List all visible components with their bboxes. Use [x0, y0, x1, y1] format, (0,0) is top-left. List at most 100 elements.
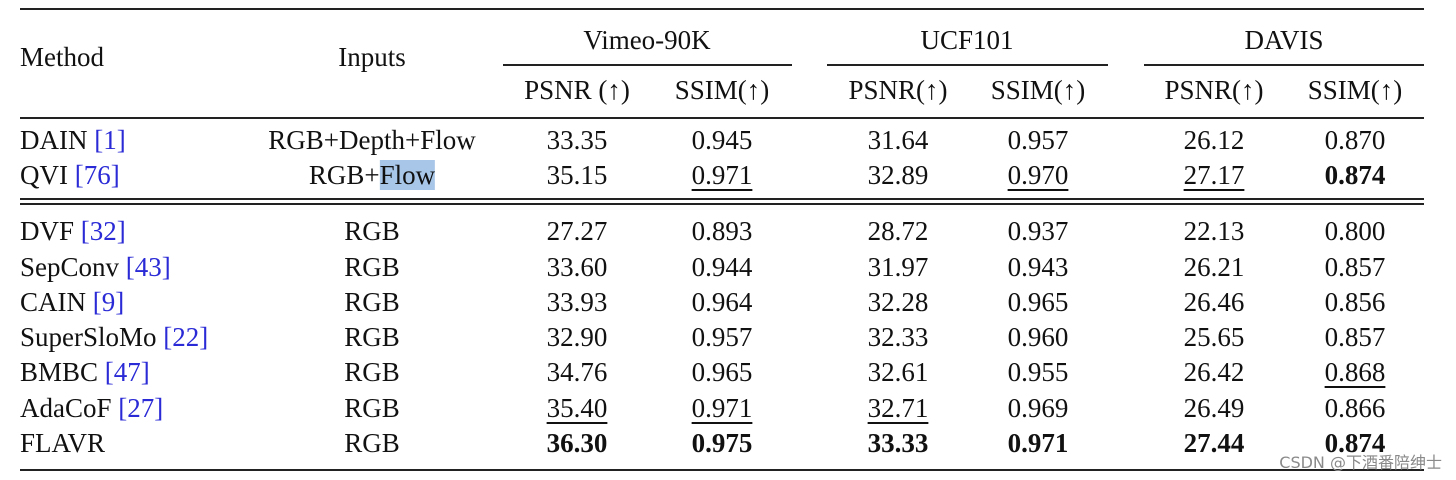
metric-value: 0.960 — [1008, 321, 1069, 353]
double-rule-bottom — [20, 203, 1424, 205]
metric-value: 35.15 — [547, 159, 608, 191]
metric-value-text: 28.72 — [867, 216, 929, 246]
metric-value-text: 0.971 — [691, 393, 753, 423]
group-rule-davis — [1144, 64, 1424, 66]
metric-value: 0.856 — [1325, 286, 1386, 318]
citation-link[interactable]: [76] — [74, 160, 120, 190]
method-header: Method — [20, 42, 104, 72]
metric-value: 0.965 — [692, 356, 753, 388]
metric-value: 0.957 — [1008, 124, 1069, 156]
inputs-header: Inputs — [338, 42, 406, 72]
citation-link[interactable]: [47] — [104, 357, 150, 387]
inputs-text: RGB+Depth+Flow — [268, 125, 476, 155]
inputs-text: RGB — [344, 252, 400, 282]
metric-value-text: 0.965 — [1007, 287, 1069, 317]
metric-value: 0.874 — [1325, 159, 1386, 191]
inputs-text: RGB — [344, 357, 400, 387]
metric-value-text: 0.937 — [1007, 216, 1069, 246]
metric-value-text: 36.30 — [546, 428, 608, 458]
inputs-text: RGB+ — [308, 160, 380, 190]
method-cell: SepConv [43] — [20, 251, 171, 283]
metric-value-text: 26.42 — [1183, 357, 1245, 387]
metric-value: 0.870 — [1325, 124, 1386, 156]
citation-link[interactable]: [1] — [94, 125, 126, 155]
metric-value-text: 31.97 — [867, 252, 929, 282]
inputs-cell: RGB — [344, 356, 400, 388]
metric-value: 33.35 — [547, 124, 608, 156]
metric-header: SSIM(↑) — [990, 75, 1086, 105]
method-cell: SuperSloMo [22] — [20, 321, 208, 353]
method-name: AdaCoF — [20, 393, 119, 423]
inputs-cell: RGB — [344, 215, 400, 247]
method-cell: DVF [32] — [20, 215, 126, 247]
metric-value: 34.76 — [547, 356, 608, 388]
metric-value-text: 0.960 — [1007, 322, 1069, 352]
metric-header: PSNR(↑) — [848, 75, 948, 105]
metric-value-text: 26.21 — [1183, 252, 1245, 282]
bottom-rule — [20, 469, 1424, 471]
metric-value-text: 25.65 — [1183, 322, 1245, 352]
metric-value-text: 0.893 — [691, 216, 753, 246]
metric-value-text: 0.957 — [1007, 125, 1069, 155]
metric-value: 33.33 — [868, 427, 929, 459]
metric-header: PSNR(↑) — [1164, 75, 1264, 105]
metric-value: 35.40 — [547, 392, 608, 424]
inputs-text: RGB — [344, 287, 400, 317]
metric-value-text: 26.49 — [1183, 393, 1245, 423]
citation-link[interactable]: [27] — [118, 393, 164, 423]
metric-value: 32.33 — [868, 321, 929, 353]
citation-link[interactable]: [43] — [125, 252, 171, 282]
metric-value-text: 35.15 — [546, 160, 608, 190]
metric-value-text: 0.970 — [1007, 160, 1069, 190]
metric-value: 0.971 — [1008, 427, 1069, 459]
metric-value: 0.969 — [1008, 392, 1069, 424]
metric-value-text: 33.33 — [867, 428, 929, 458]
metric-value-text: 0.969 — [1007, 393, 1069, 423]
metric-value-text: 0.957 — [691, 322, 753, 352]
metric-value-text: 35.40 — [546, 393, 608, 423]
metric-value-text: 26.12 — [1183, 125, 1245, 155]
metric-value-text: 0.874 — [1324, 160, 1386, 190]
inputs-text: RGB — [344, 322, 400, 352]
metric-value-text: 0.857 — [1324, 252, 1386, 282]
metric-value-text: 0.870 — [1324, 125, 1386, 155]
metric-value-text: 32.90 — [546, 322, 608, 352]
inputs-text: RGB — [344, 393, 400, 423]
method-cell: QVI [76] — [20, 159, 120, 191]
metric-value: 32.28 — [868, 286, 929, 318]
citation-link[interactable]: [9] — [92, 287, 125, 317]
metric-value: 0.943 — [1008, 251, 1069, 283]
metric-value-text: 32.33 — [867, 322, 929, 352]
metric-value: 33.93 — [547, 286, 608, 318]
method-name: SepConv — [20, 252, 126, 282]
citation-link[interactable]: [32] — [80, 216, 126, 246]
group-rule-vimeo — [503, 64, 792, 66]
inputs-cell: RGB — [344, 321, 400, 353]
metric-value: 0.893 — [692, 215, 753, 247]
metric-value: 27.17 — [1184, 159, 1245, 191]
metric-value-text: 0.964 — [691, 287, 753, 317]
inputs-cell: RGB — [344, 286, 400, 318]
metric-value: 0.868 — [1325, 356, 1386, 388]
inputs-cell: RGB — [344, 251, 400, 283]
metric-value-text: 0.866 — [1324, 393, 1386, 423]
metric-value: 26.21 — [1184, 251, 1245, 283]
metric-value-text: 0.874 — [1324, 428, 1386, 458]
method-cell: FLAVR — [20, 427, 105, 459]
metric-value: 0.937 — [1008, 215, 1069, 247]
metric-value: 0.964 — [692, 286, 753, 318]
group-rule-ucf101 — [827, 64, 1108, 66]
metric-value-text: 0.971 — [691, 160, 753, 190]
citation-link[interactable]: [22] — [163, 322, 209, 352]
metric-value: 0.800 — [1325, 215, 1386, 247]
header-rule — [20, 117, 1424, 119]
metric-value: 0.975 — [692, 427, 753, 459]
group-header-davis: DAVIS — [1244, 25, 1324, 55]
metric-value: 0.944 — [692, 251, 753, 283]
metric-value-text: 33.93 — [546, 287, 608, 317]
metric-header: SSIM(↑) — [674, 75, 770, 105]
metric-value-text: 0.965 — [691, 357, 753, 387]
metric-value: 26.12 — [1184, 124, 1245, 156]
metric-value: 0.957 — [692, 321, 753, 353]
metric-value-text: 0.944 — [691, 252, 753, 282]
